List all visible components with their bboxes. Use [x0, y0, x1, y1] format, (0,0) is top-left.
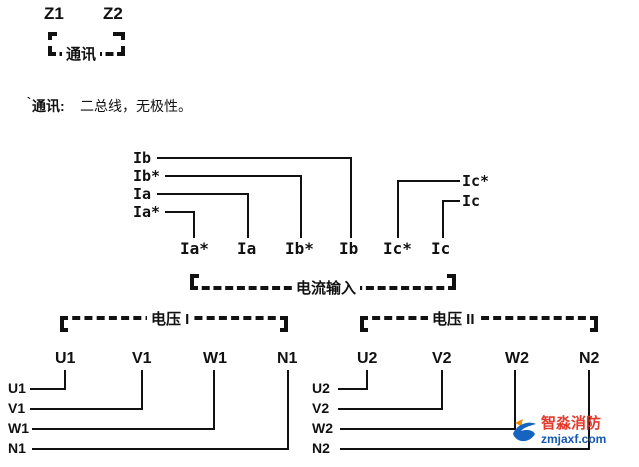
terminal-label-ib-star: Ib*: [285, 239, 314, 258]
current-bracket-label: 电流输入: [292, 277, 361, 298]
wire-line: [165, 175, 302, 177]
wire-line: [397, 180, 399, 238]
terminal-label-ic: Ic: [431, 239, 451, 258]
current-bracket-dash: [452, 274, 456, 290]
wire-line: [213, 370, 215, 428]
watermark-brand: 智淼消防: [541, 415, 602, 432]
lead-label-ib: Ib: [133, 149, 152, 167]
wire-line: [32, 428, 215, 430]
current-bracket-dash: [447, 274, 456, 278]
terminal-label-z1: Z1: [44, 4, 64, 23]
lead-label-ia-star: Ia*: [133, 203, 161, 221]
note-text: 二总线，无极性。: [80, 98, 192, 114]
wire-line: [338, 408, 443, 410]
comm-bracket-label: 通讯: [62, 43, 101, 64]
terminal-label-u1: U1: [55, 350, 76, 367]
note-tick: `: [27, 95, 31, 109]
wire-line: [588, 370, 590, 448]
terminal-label-ia-star: Ia*: [180, 239, 209, 258]
watermark-site: zmjaxf.com: [541, 432, 607, 446]
terminal-label-u2: U2: [357, 350, 378, 367]
current-bracket-dash: [190, 274, 194, 290]
wire-line: [247, 193, 249, 238]
comm-bracket-dash: [113, 32, 122, 36]
voltage2-bracket-dash: [360, 328, 368, 332]
voltage2-bracket-dash: [594, 316, 598, 332]
voltage2-bracket-dash: [590, 328, 598, 332]
lead-label-ic: Ic: [462, 192, 481, 210]
terminal-label-v2: V2: [432, 350, 452, 367]
wire-line: [300, 175, 302, 238]
side-label-n2: N2: [312, 440, 330, 456]
wire-line: [141, 370, 143, 408]
wire-line: [340, 448, 590, 450]
wire-line: [366, 370, 368, 388]
voltage1-bracket-dash: [284, 316, 288, 332]
wire-line: [30, 388, 66, 390]
side-label-w1: W1: [8, 420, 29, 436]
wire-line: [514, 370, 516, 428]
voltage1-bracket-dash: [60, 316, 64, 332]
wire-line: [64, 370, 66, 388]
terminal-label-v1: V1: [132, 350, 152, 367]
wire-line: [441, 370, 443, 408]
wire-line: [338, 388, 368, 390]
wire-line: [157, 193, 249, 195]
voltage1-bracket-dash: [60, 328, 68, 332]
wire-line: [397, 180, 460, 182]
lead-label-ic-star: Ic*: [462, 172, 490, 190]
current-bracket-dash: [190, 274, 199, 278]
side-label-v2: V2: [312, 400, 330, 416]
terminal-label-w2: W2: [505, 350, 529, 367]
wire-line: [32, 448, 289, 450]
lead-label-ib-star: Ib*: [133, 167, 161, 185]
comm-bracket-dash: [48, 32, 57, 36]
zhimiao-logo-icon: [510, 417, 538, 445]
terminal-label-ia: Ia: [237, 239, 257, 258]
terminal-label-z2: Z2: [103, 4, 123, 23]
wire-line: [30, 408, 143, 410]
voltage1-bracket-label: 电压 I: [147, 308, 194, 329]
comm-bracket-dash: [48, 32, 52, 54]
wire-line: [165, 211, 195, 213]
lead-label-ia: Ia: [133, 185, 152, 203]
wire-line: [442, 200, 460, 202]
voltage2-bracket-dash: [360, 316, 364, 332]
terminal-label-n1: N1: [277, 350, 298, 367]
comm-bracket-dash: [121, 32, 125, 54]
side-label-u2: U2: [312, 380, 330, 396]
side-label-w2: W2: [312, 420, 333, 436]
wire-line: [442, 200, 444, 238]
wire-line: [350, 157, 352, 238]
wire-line: [340, 428, 516, 430]
terminal-label-w1: W1: [203, 350, 227, 367]
terminal-label-ic-star: Ic*: [383, 239, 412, 258]
side-label-u1: U1: [8, 380, 26, 396]
voltage2-bracket-dash: [360, 316, 598, 320]
voltage2-bracket-label: 电压 II: [428, 308, 479, 329]
wire-line: [287, 370, 289, 448]
side-label-v1: V1: [8, 400, 26, 416]
voltage1-bracket-dash: [280, 328, 288, 332]
terminal-label-n2: N2: [579, 350, 600, 367]
wire-line: [193, 211, 195, 238]
wire-line: [157, 157, 352, 159]
note-label: 通讯:: [32, 98, 65, 114]
terminal-label-ib: Ib: [339, 239, 359, 258]
side-label-n1: N1: [8, 440, 26, 456]
